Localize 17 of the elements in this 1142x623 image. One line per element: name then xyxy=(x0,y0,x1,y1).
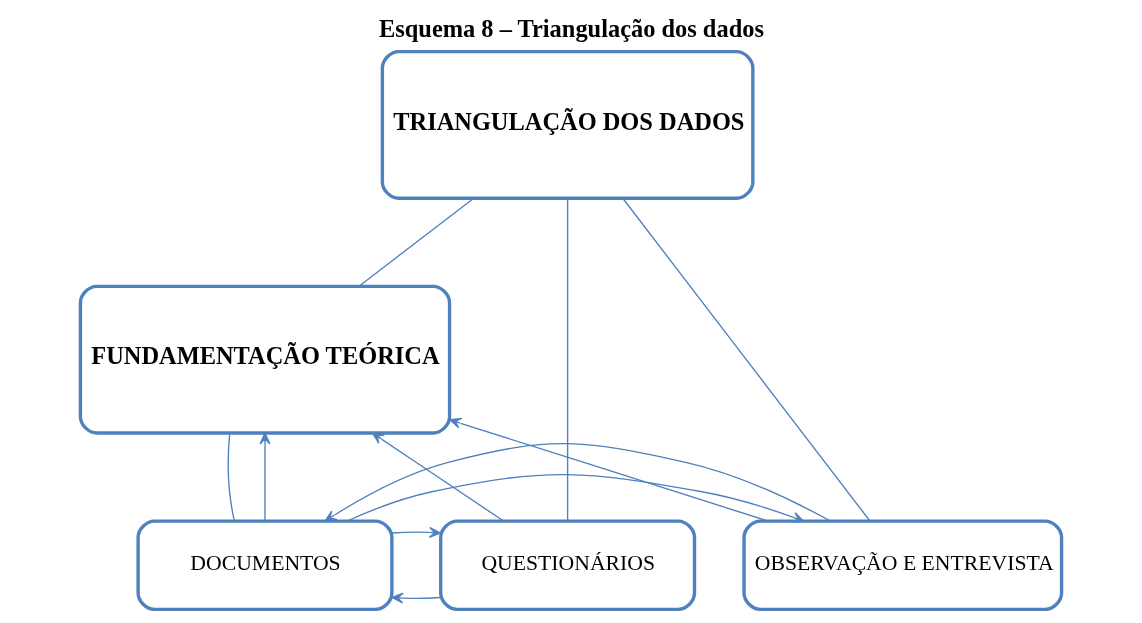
diagram-title: Esquema 8 – Triangulação dos dados xyxy=(378,15,764,43)
node-box: QUESTIONÁRIOS xyxy=(439,519,697,612)
connector xyxy=(622,197,871,522)
connector xyxy=(227,432,236,522)
connector xyxy=(566,197,569,522)
connector xyxy=(358,197,475,287)
node-box: FUNDAMENTAÇÃO TEÓRICA xyxy=(78,284,452,435)
arrow xyxy=(324,442,832,522)
arrow xyxy=(391,592,442,604)
node-box: OBSERVAÇÃO E ENTREVISTA xyxy=(742,519,1064,612)
node-box: DOCUMENTOS xyxy=(136,519,394,612)
arrow xyxy=(259,432,271,522)
arrow xyxy=(346,473,805,523)
arrow xyxy=(449,417,769,522)
arrow xyxy=(371,432,505,522)
arrow xyxy=(391,526,442,538)
node-box: TRIANGULAÇÃO DOS DADOS xyxy=(380,49,755,200)
